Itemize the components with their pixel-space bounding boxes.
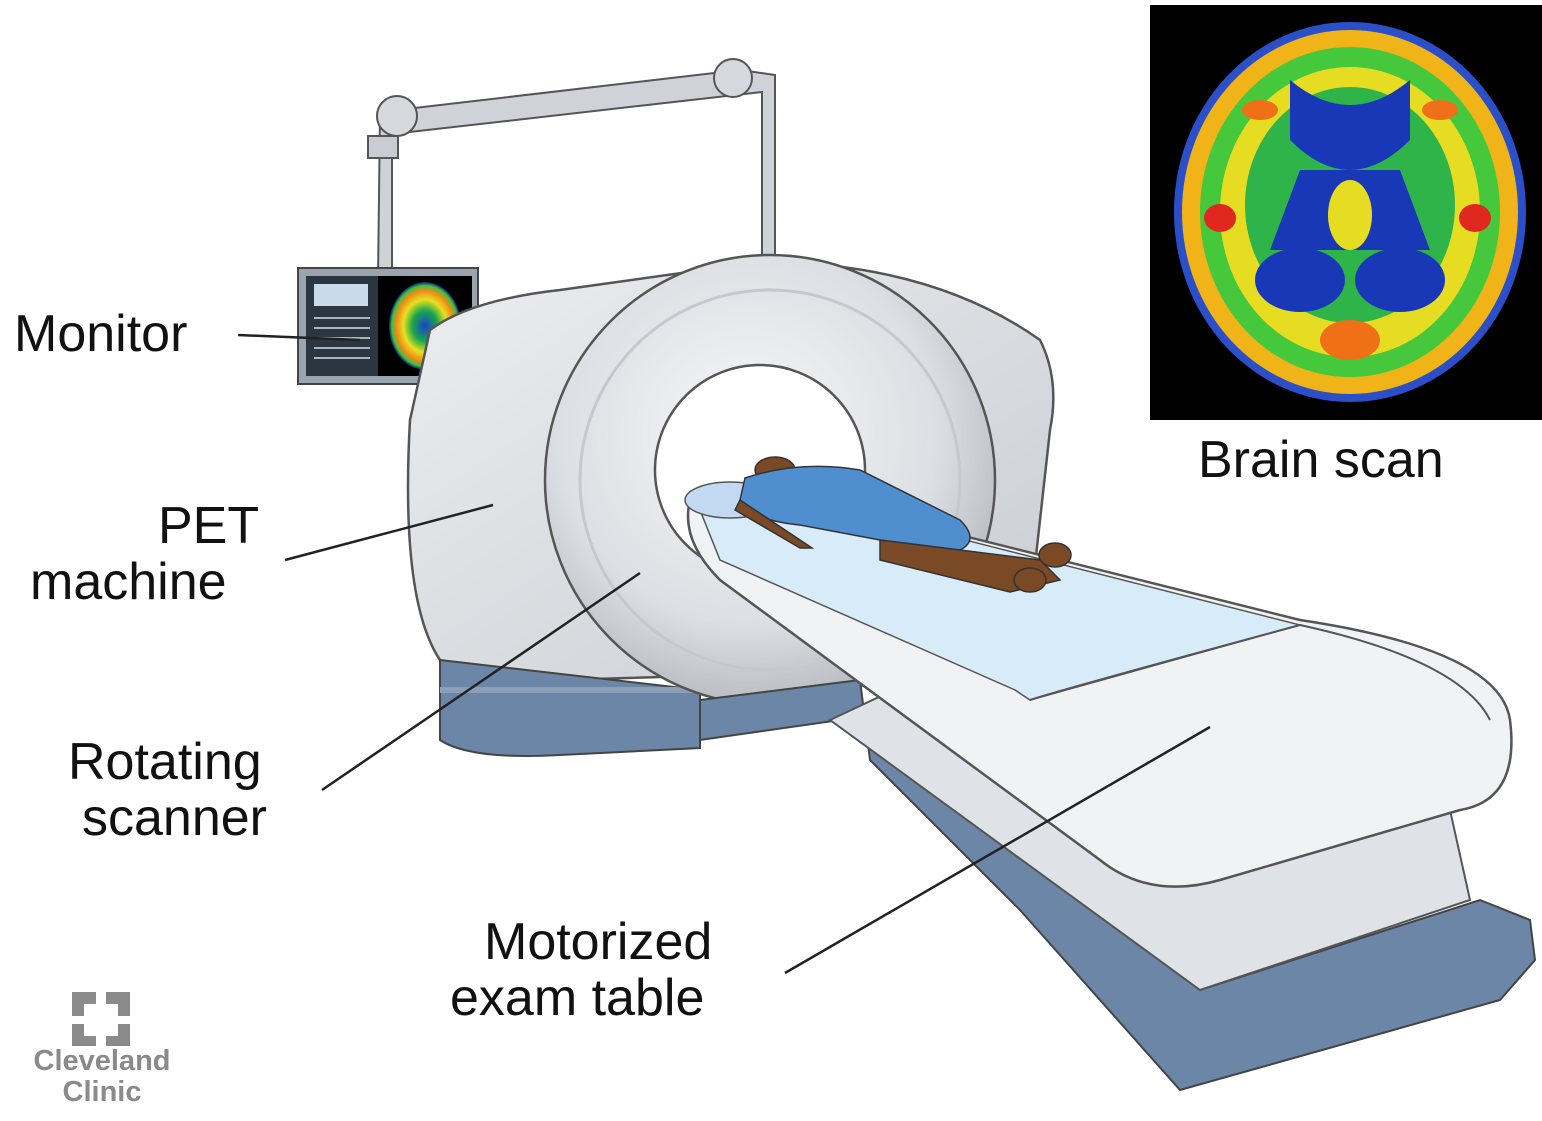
logo-text-line2: Clinic (18, 1077, 186, 1108)
exam-table-label-line1: Motorized (484, 914, 712, 970)
logo-text-line1: Cleveland (18, 1046, 186, 1077)
pet-machine-label-line2: machine (30, 554, 227, 610)
brain-scan-label: Brain scan (1198, 432, 1444, 488)
cleveland-clinic-logo-icon (72, 992, 130, 1046)
rotating-scanner-label-line1: Rotating (68, 734, 262, 790)
rotating-scanner-label-line2: scanner (82, 790, 267, 846)
exam-table (688, 490, 1535, 1090)
exam-table-label-line2: exam table (450, 970, 704, 1026)
monitor-label: Monitor (14, 306, 187, 362)
brain-scan-image (1150, 5, 1542, 420)
ceiling-arm (368, 59, 775, 280)
pet-machine-label-line1: PET (158, 498, 259, 554)
